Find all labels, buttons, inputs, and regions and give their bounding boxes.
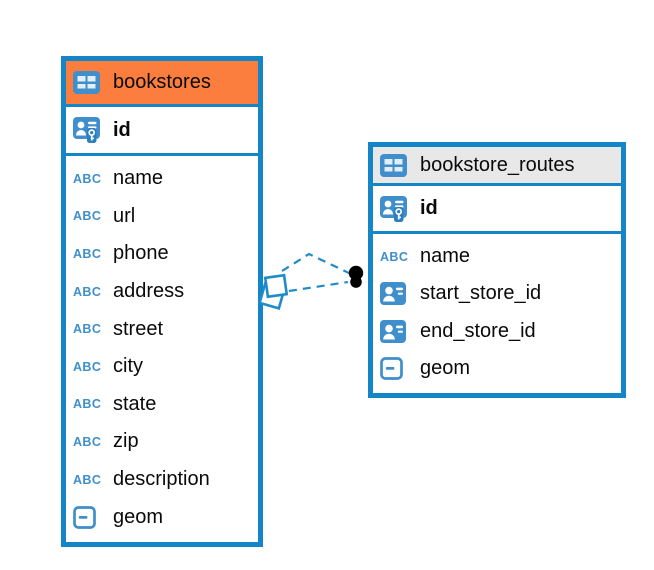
table-header[interactable]: bookstore_routes	[373, 147, 621, 186]
field-label: address	[113, 280, 185, 303]
field-row[interactable]: ABC url	[66, 198, 258, 236]
foreign-key-icon	[380, 319, 411, 343]
primary-key-label: id	[113, 118, 131, 141]
field-label: name	[420, 245, 471, 268]
table-icon	[73, 71, 104, 94]
primary-key-label: id	[420, 197, 438, 219]
field-row[interactable]: ABC name	[66, 160, 258, 198]
text-type-icon: ABC	[73, 284, 102, 299]
text-type-icon: ABC	[73, 209, 102, 224]
field-row[interactable]: ABC description	[66, 461, 258, 499]
primary-key-row[interactable]: id	[373, 186, 621, 234]
geometry-type-icon	[73, 505, 104, 529]
text-type-icon: ABC	[73, 171, 102, 186]
foreign-key-link-line[interactable]	[288, 280, 349, 293]
primary-key-icon	[73, 117, 104, 143]
field-label: street	[113, 317, 164, 340]
field-label: geom	[420, 356, 471, 379]
field-row[interactable]: geom	[66, 498, 258, 536]
primary-key-icon	[380, 195, 411, 222]
field-label: zip	[113, 430, 139, 453]
primary-key-row[interactable]: id	[66, 107, 258, 156]
field-label: url	[113, 204, 136, 227]
field-row[interactable]: ABC city	[66, 348, 258, 386]
field-row[interactable]: ABC name	[373, 238, 621, 275]
field-list: ABC name start_store_id	[373, 234, 621, 393]
text-type-icon: ABC	[73, 472, 102, 487]
text-type-icon: ABC	[73, 397, 102, 412]
field-label: geom	[113, 505, 164, 528]
field-row[interactable]: ABC address	[66, 273, 258, 311]
field-label: end_store_id	[420, 319, 536, 342]
field-label: city	[113, 355, 143, 378]
field-row[interactable]: end_store_id	[373, 313, 621, 350]
relationship-target-marker[interactable]	[347, 265, 365, 291]
field-list: ABC name ABC url ABC phone ABC address A…	[66, 156, 258, 542]
text-type-icon: ABC	[73, 434, 102, 449]
field-label: start_store_id	[420, 282, 542, 305]
text-type-icon: ABC	[380, 249, 409, 264]
field-label: description	[113, 468, 210, 491]
field-label: name	[113, 167, 164, 190]
field-row[interactable]: start_store_id	[373, 275, 621, 312]
field-row[interactable]: ABC zip	[66, 423, 258, 461]
text-type-icon: ABC	[73, 359, 102, 374]
table-header[interactable]: bookstores	[66, 61, 258, 107]
foreign-key-icon	[380, 282, 411, 306]
table-title: bookstore_routes	[420, 153, 575, 176]
text-type-icon: ABC	[73, 322, 102, 337]
field-row[interactable]: ABC street	[66, 310, 258, 348]
field-row[interactable]: geom	[373, 350, 621, 387]
table-bookstores[interactable]: bookstores id ABC	[61, 56, 263, 547]
text-type-icon: ABC	[73, 246, 102, 261]
field-label: state	[113, 392, 157, 415]
field-row[interactable]: ABC state	[66, 386, 258, 424]
relationship-source-marker[interactable]	[258, 273, 289, 310]
table-bookstore-routes[interactable]: bookstore_routes id ABC	[368, 142, 626, 398]
field-row[interactable]: ABC phone	[66, 235, 258, 273]
field-label: phone	[113, 242, 169, 265]
table-icon	[380, 153, 411, 177]
foreign-key-link-line[interactable]	[281, 252, 352, 275]
geometry-type-icon	[380, 357, 411, 380]
table-title: bookstores	[113, 71, 211, 93]
